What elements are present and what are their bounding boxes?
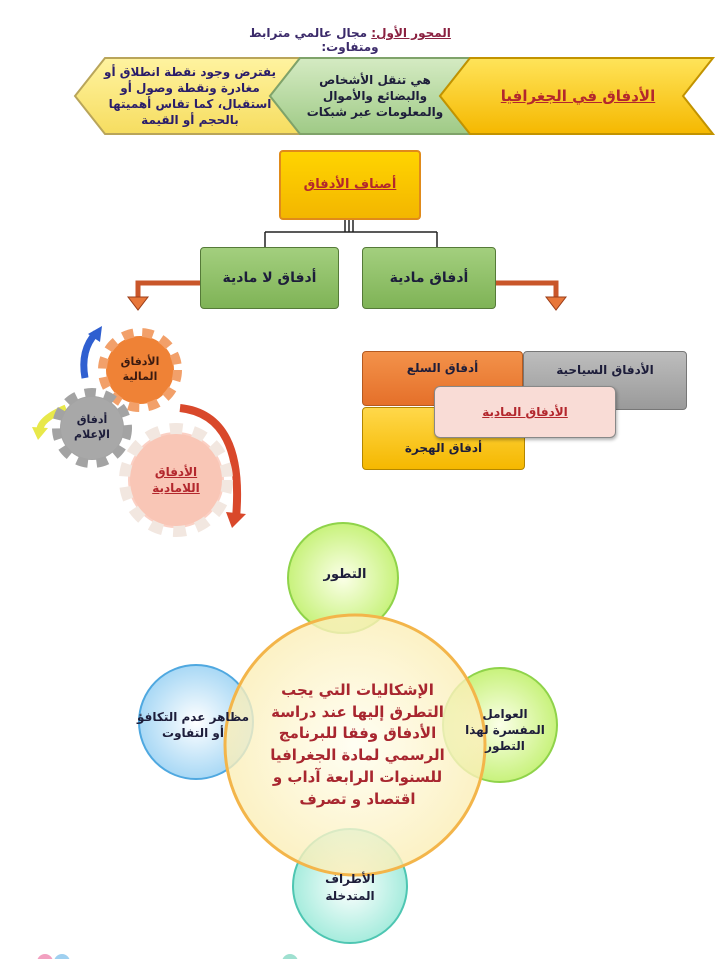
- chevron-right-shape: [438, 57, 716, 135]
- chevron-flows-in-geography: الأدفاق في الجغرافيا: [500, 86, 656, 105]
- gear-media-icon: [52, 388, 132, 468]
- material-flows-box: أدفاق مادية: [362, 247, 496, 309]
- title-rest: مجال عالمي مترابط ومتفاوت:: [249, 26, 379, 54]
- title-prefix: المحور الأول:: [371, 26, 451, 40]
- gear-immaterial-label: الأدفاق اللامادية: [152, 464, 200, 495]
- chevron-characteristics: يفترض وجود نقطة انطلاق أو مغادرة ونقطة و…: [104, 64, 276, 128]
- venn-right-label: العوامل المفسرة لهذا التطور: [465, 706, 545, 754]
- venn-top-label: التطور: [323, 567, 367, 583]
- chevron-definition: هي تنقل الأشخاص والبضائع والأموال والمعل…: [306, 72, 444, 120]
- gear-financial-label: الأدفاق المالية: [120, 355, 160, 383]
- gear-media-label: أدفاق الإعلام: [74, 413, 110, 441]
- flow-types-box: أصناف الأدفاق: [279, 150, 421, 220]
- page-title: المحور الأول: مجال عالمي مترابط ومتفاوت:: [220, 26, 480, 54]
- immaterial-flows-box: أدفاق لا مادية: [200, 247, 339, 309]
- venn-left-label: مظاهر عدم التكافؤ أو التفاوت: [136, 709, 250, 740]
- gear-immaterial-icon: [119, 423, 233, 537]
- material-flows-center-block: الأدفاق المادية: [434, 386, 616, 438]
- venn-center-circle: [223, 613, 487, 877]
- venn-bottom-label: الأطراف المتدخلة: [325, 872, 375, 903]
- venn-center-label: الإشكاليات التي يجب التطرق إليها عند درا…: [270, 680, 445, 808]
- gear-financial-icon: [98, 328, 182, 412]
